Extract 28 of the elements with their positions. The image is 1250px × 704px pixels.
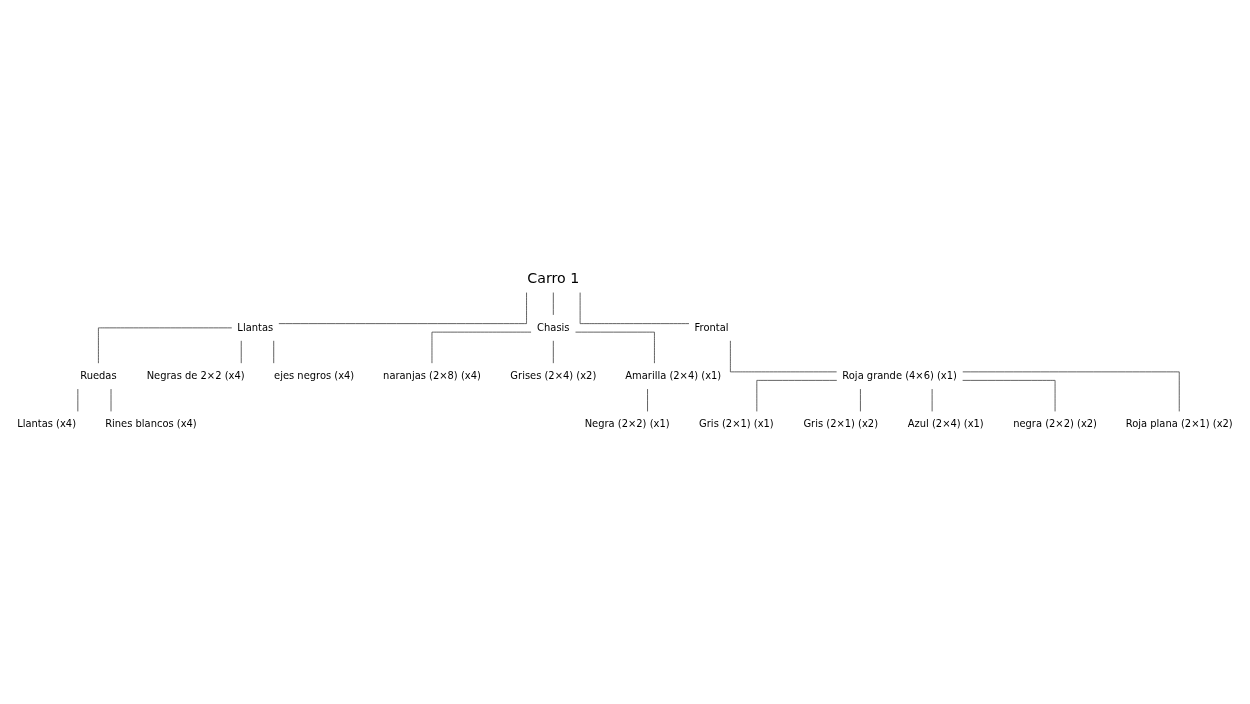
node-text: Amarilla (2×4) (x1) [625,369,722,381]
node-text: Roja plana (2×1) (x2) [1125,418,1233,430]
connector [730,340,837,373]
node-text: Roja grande (4×6) (x1) [842,369,957,381]
node-text: Negras de 2×2 (x4) [146,369,245,381]
node-text: Gris (2×1) (x1) [699,418,774,430]
connector [962,380,1056,412]
node-text: Frontal [694,321,729,333]
node-text: Rines blancos (x4) [105,418,197,430]
connector [756,380,838,412]
connector [647,388,648,412]
node-text: naranjas (2×8) (x4) [383,369,481,381]
connector [98,327,233,364]
node-text: Grises (2×4) (x2) [510,369,597,381]
node-text: Llantas [237,321,274,333]
node-text: Negra (2×2) (x1) [584,418,670,430]
node-text: Carro 1 [527,270,580,287]
connector [860,388,861,412]
node-text: ejes negros (x4) [274,369,355,381]
node-text: Ruedas [80,369,117,381]
connector [575,331,655,364]
node-text: negra (2×2) (x2) [1013,418,1097,430]
node-text: Gris (2×1) (x2) [803,418,879,430]
node-text: Llantas (x4) [17,418,77,430]
node-text: Chasis [537,321,570,333]
node-text: Azul (2×4) (x1) [907,418,984,430]
connector [579,292,690,324]
connector [278,292,527,324]
